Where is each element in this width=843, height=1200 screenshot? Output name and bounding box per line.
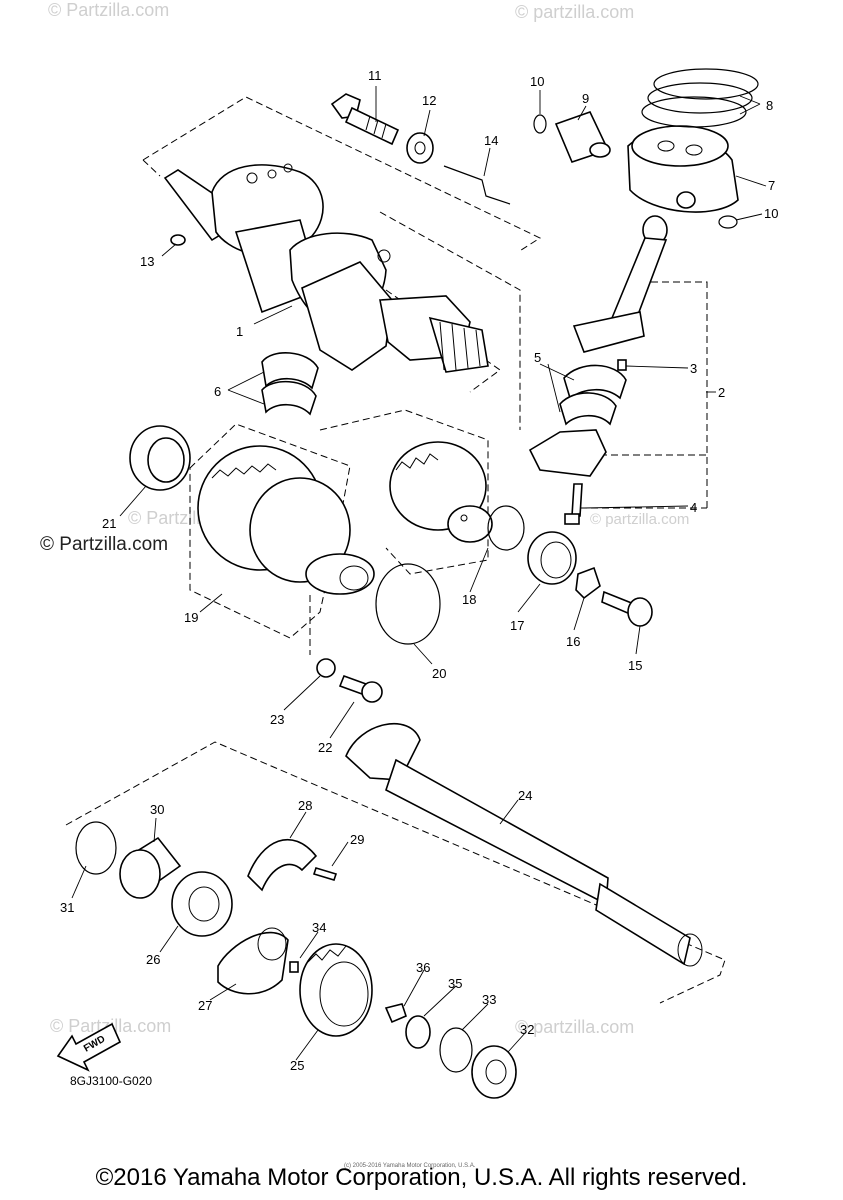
- circlip: [75, 821, 117, 875]
- copyright-notice: ©2016 Yamaha Motor Corporation, U.S.A. A…: [95, 1164, 748, 1191]
- watermark-top-right: © partzilla.com: [515, 2, 635, 22]
- dowel-pin-small: [289, 961, 299, 973]
- conrod-bearings: [559, 364, 627, 426]
- nut: [405, 1015, 431, 1049]
- callout-2: 2: [718, 385, 725, 400]
- crankshaft-group-outline: [142, 96, 542, 430]
- needle-bearing-shaft: [119, 836, 182, 899]
- watermark-right-small: © partzilla.com: [590, 511, 690, 528]
- balancer-driven-gear: [299, 943, 373, 1037]
- callout-29: 29: [350, 832, 364, 847]
- callout-34: 34: [312, 920, 326, 935]
- callout-12: 12: [422, 93, 436, 108]
- callout-19: 19: [184, 610, 198, 625]
- callout-28: 28: [298, 798, 312, 813]
- crank-main-bearing: [129, 425, 191, 491]
- callout-33: 33: [482, 992, 496, 1007]
- piston-pin: [554, 111, 611, 163]
- needle-bearing: [527, 531, 577, 585]
- primary-drive-gear: [197, 445, 375, 595]
- piston-pin-clip-lower: [718, 215, 738, 229]
- callout-18: 18: [462, 592, 476, 607]
- dowel-pin: [170, 234, 186, 246]
- bearing-holder-washer: [316, 658, 336, 678]
- callout-15: 15: [628, 658, 642, 673]
- callout-35: 35: [448, 976, 462, 991]
- callout-10-lower: 10: [764, 206, 778, 221]
- washer: [406, 132, 434, 164]
- callout-27: 27: [198, 998, 212, 1013]
- drive-gear-assembly: [389, 441, 493, 543]
- bolt: [330, 93, 400, 146]
- watermark-mid-left: © Partzilla.com: [40, 534, 169, 555]
- conrod-bracket: [580, 281, 708, 509]
- callout-26: 26: [146, 952, 160, 967]
- callout-8: 8: [766, 98, 773, 113]
- callout-5: 5: [534, 350, 541, 365]
- oil-pipe: [443, 165, 511, 205]
- ball-bearing-end: [471, 1045, 517, 1099]
- callout-23: 23: [270, 712, 284, 727]
- fwd-direction-arrow: FWD: [56, 1022, 122, 1072]
- piston-rings: [641, 68, 759, 128]
- callout-25: 25: [290, 1058, 304, 1073]
- ball-bearing-shaft: [171, 871, 233, 937]
- callout-20: 20: [432, 666, 446, 681]
- tiny-credit-line: (c) 2005-2016 Yamaha Motor Corporation, …: [344, 1163, 476, 1169]
- conrod-bolt: [564, 483, 583, 525]
- callout-36: 36: [416, 960, 430, 975]
- connecting-rod: [572, 215, 668, 371]
- watermark-bottom-right: © partzilla.com: [515, 1017, 635, 1037]
- callout-3: 3: [690, 361, 697, 376]
- o-ring-small: [487, 505, 525, 551]
- callout-4: 4: [690, 500, 697, 515]
- callout-9: 9: [582, 91, 589, 106]
- callout-21: 21: [102, 516, 116, 531]
- conrod-cap: [528, 429, 607, 477]
- callout-13: 13: [140, 254, 154, 269]
- callout-24: 24: [518, 788, 532, 803]
- lock-washer-small: [384, 1003, 407, 1024]
- balancer-weight: [217, 927, 289, 995]
- crank-bearing-upper: [261, 352, 319, 416]
- callout-labels: 1 2 3 4 5 6 7 8 9 10 10 11 12 13 14 15 1…: [60, 68, 778, 1073]
- lock-washer: [575, 566, 601, 600]
- exploded-view-diagram: FWD: [56, 68, 778, 1099]
- o-ring-large: [375, 563, 441, 645]
- callout-7: 7: [768, 178, 775, 193]
- callout-30: 30: [150, 802, 164, 817]
- bearing-holder-bolt: [338, 674, 383, 703]
- watermark-top-left: © Partzilla.com: [48, 0, 170, 20]
- callout-10-upper: 10: [530, 74, 544, 89]
- callout-1: 1: [236, 324, 243, 339]
- leader-lines: [71, 86, 767, 1061]
- callout-6: 6: [214, 384, 221, 399]
- callout-31: 31: [60, 900, 74, 915]
- drive-gear-group-outline: [319, 409, 489, 575]
- diagram-code: 8GJ3100-G020: [70, 1074, 153, 1088]
- callout-16: 16: [566, 634, 580, 649]
- bearing-holder-plate: [247, 838, 318, 892]
- callout-11: 11: [368, 68, 382, 83]
- balancer-shaft: [345, 723, 703, 967]
- callout-14: 14: [484, 133, 498, 148]
- plate-screw: [312, 867, 338, 881]
- flange-bolt: [601, 590, 653, 627]
- callout-17: 17: [510, 618, 524, 633]
- piston-pin-clip-upper: [533, 114, 547, 134]
- circlip-small: [439, 1027, 473, 1073]
- piston: [627, 125, 739, 213]
- shaft-group-outline: [65, 741, 726, 1004]
- callout-32: 32: [520, 1022, 534, 1037]
- callout-22: 22: [318, 740, 332, 755]
- crankshaft: [163, 163, 489, 373]
